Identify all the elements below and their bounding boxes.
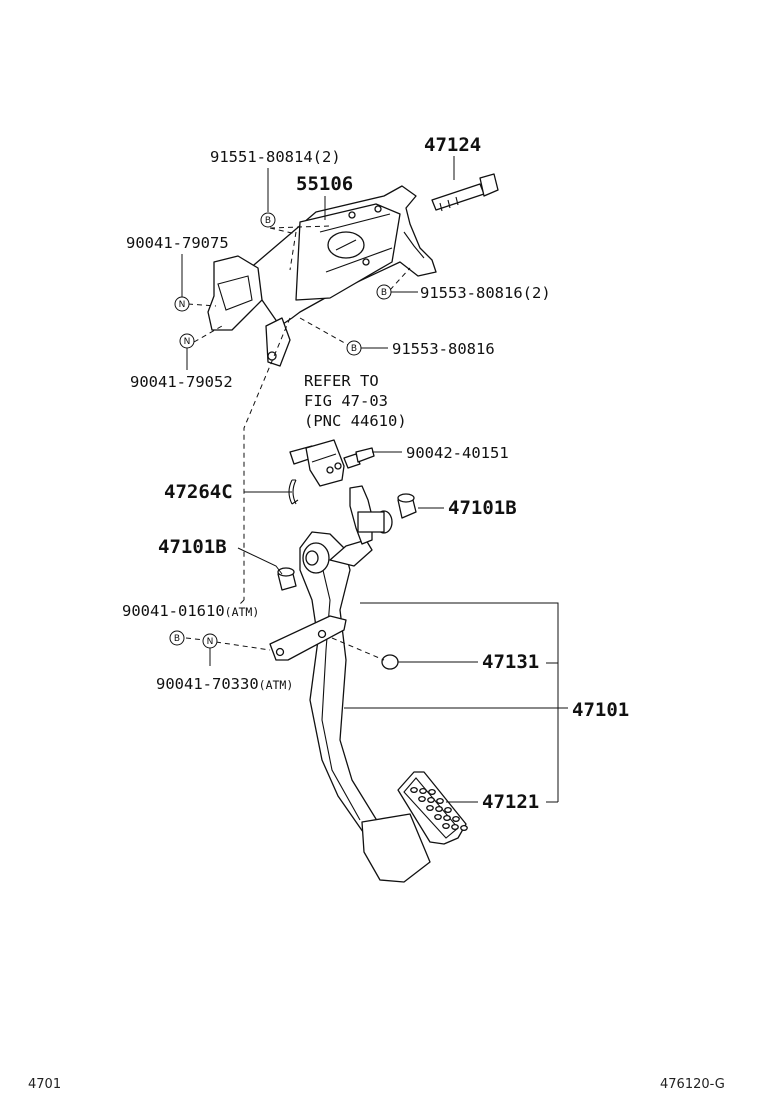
pedal-pad-grip-dot [418,795,426,803]
pedal-pad-grip-dot [460,824,468,832]
svg-text:B: B [351,344,357,354]
leader-lines [181,156,568,803]
bolt-marker: B [260,212,276,228]
part-label-91553-80816: 91553-80816 [392,340,495,358]
nut-marker: N [202,633,218,649]
part-label-90041-01610: 90041-01610(ATM) [122,602,259,620]
part-label-90042-40151: 90042-40151 [406,444,509,462]
refer-note-line3: (PNC 44610) [304,412,407,430]
pedal-bracket-55106 [207,185,437,367]
pedal-pad-grip-dot [451,823,459,831]
part-label-90041-70330: 90041-70330(ATM) [156,675,293,693]
part-label-47131: 47131 [482,651,539,673]
part-label-90041-79075: 90041-79075 [126,234,229,252]
part-label-47101B-right: 47101B [448,497,517,519]
nut-marker: N [179,333,195,349]
pedal-pad-grip-dot [435,805,443,813]
clevis-assembly [289,439,375,487]
part-label-47121: 47121 [482,791,539,813]
svg-text:B: B [381,288,387,298]
reference-lines [185,225,411,661]
bolt-marker: B [346,340,362,356]
bolt-marker: B [376,284,392,300]
pedal-pad-grip-dot [426,804,434,812]
part-label-47101: 47101 [572,699,629,721]
bushing-47101B-right [397,493,417,519]
clutch-pedal-arm-47101 [299,485,431,883]
footer-left-code: 4701 [28,1077,61,1092]
bolt-marker: B [169,630,185,646]
pedal-pad-grip-dot [434,813,442,821]
bolt-47124 [431,173,499,212]
part-label-55106: 55106 [296,173,353,195]
refer-note-line2: FIG 47-03 [304,392,388,410]
pedal-pad-grip-dot [444,806,452,814]
part-label-91551-80814: 91551-80814(2) [210,148,341,166]
svg-text:N: N [179,300,186,310]
svg-text:B: B [265,216,271,226]
part-label-91553-80816-2: 91553-80816(2) [420,284,551,302]
pedal-pad-grip-dot [419,787,427,795]
pedal-pad-47121 [397,771,468,845]
nut-marker: N [174,296,190,312]
atm-bracket [269,615,347,661]
svg-text:N: N [207,637,214,647]
pedal-pad-grip-dot [427,796,435,804]
footer-right-code: 476120-G [660,1077,725,1092]
part-label-47264C: 47264C [164,481,233,503]
pedal-pad-grip-dot [443,814,451,822]
part-label-47101B-left: 47101B [158,536,227,558]
stopper-47131 [381,654,399,670]
refer-note-line1: REFER TO [304,372,379,390]
pedal-pad-grip-dot [410,786,418,794]
svg-text:N: N [184,337,191,347]
bushing-47101B-left [277,567,297,591]
pedal-pad-grip-dot [442,822,450,830]
pedal-pad-grip-dot [428,788,436,796]
pedal-pad-grip-dot [436,797,444,805]
svg-text:B: B [174,634,180,644]
pedal-pad-grip-dot [452,815,460,823]
part-label-90041-79052: 90041-79052 [130,373,233,391]
part-label-47124: 47124 [424,134,481,156]
